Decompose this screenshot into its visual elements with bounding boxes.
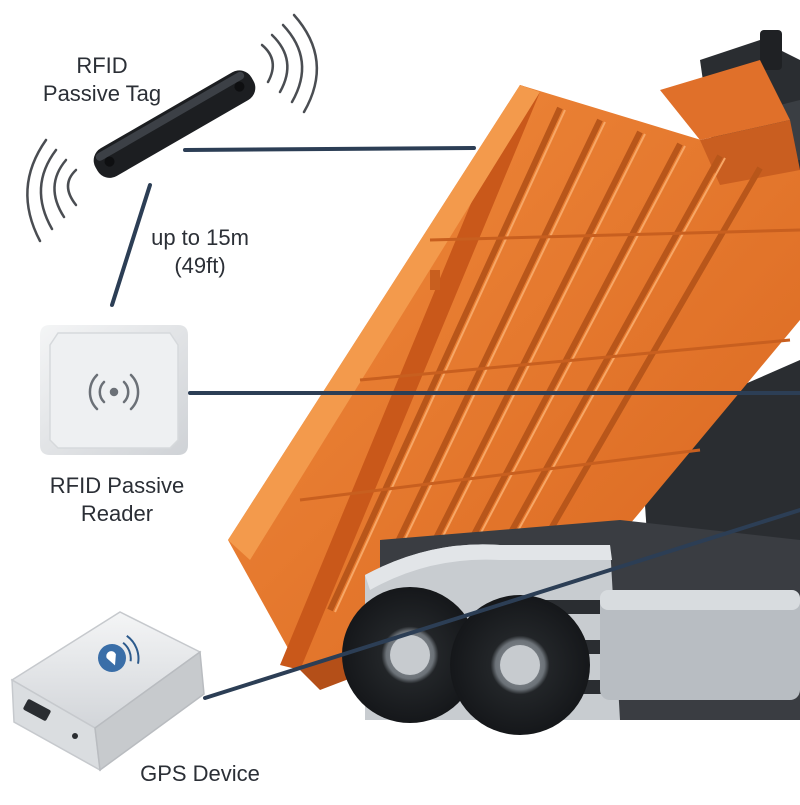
rfid-tag-icon [26, 13, 319, 243]
range-label-line2: (49ft) [174, 253, 226, 278]
rfid-tag-label-line1: RFID [76, 53, 128, 78]
range-label: up to 15m (49ft) [125, 224, 275, 280]
connector-lines [110, 146, 800, 700]
range-label-line1: up to 15m [151, 225, 249, 250]
range-connector-line [110, 183, 152, 307]
rfid-reader-label-line1: RFID Passive [49, 473, 185, 498]
rfid-tag-label-line2: Passive Tag [42, 81, 162, 106]
rfid-reader-label: RFID Passive Reader [22, 472, 212, 528]
tag-connector-line [183, 146, 476, 152]
roll-off-container [228, 60, 800, 690]
gps-device-label: GPS Device [110, 760, 290, 788]
hook-lift-truck-image [228, 30, 800, 735]
rfid-reader-icon [40, 325, 188, 455]
rfid-reader-label-line2: Reader [80, 501, 154, 526]
gps-device-icon [10, 611, 205, 772]
gps-connector-line [203, 508, 800, 700]
truck-wheel [450, 595, 590, 735]
gps-device-label-text: GPS Device [140, 761, 260, 786]
rfid-tag-label: RFID Passive Tag [12, 52, 192, 108]
